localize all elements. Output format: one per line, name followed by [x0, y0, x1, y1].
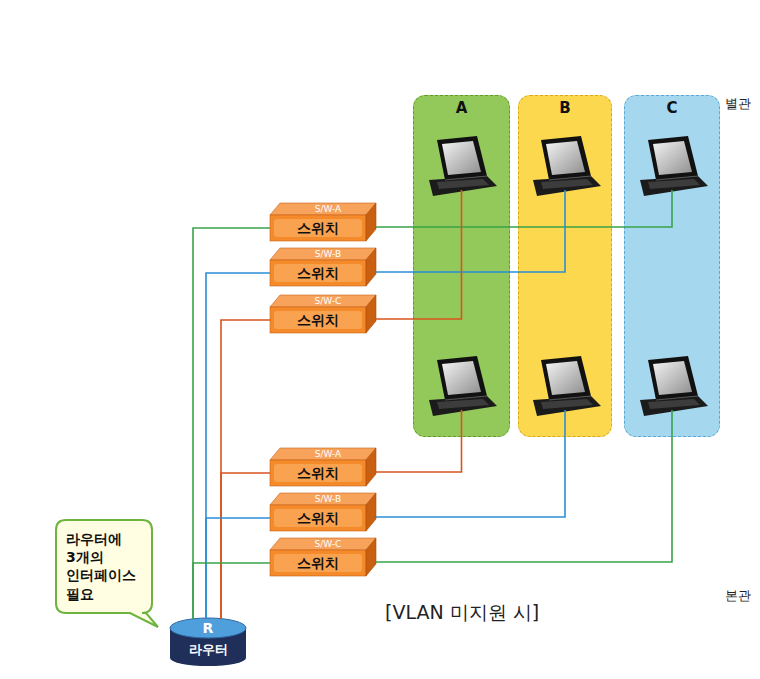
switch-label: 스위치 — [270, 307, 366, 333]
switch-label: 스위치 — [270, 260, 366, 286]
band-label: B — [559, 99, 570, 117]
network-cable — [221, 320, 270, 619]
switch-label: 스위치 — [270, 550, 366, 576]
building-label: 별관 — [725, 95, 751, 113]
switch-id: S/W-B — [270, 248, 376, 260]
switch-label: 스위치 — [270, 215, 366, 241]
switch-box: S/W-B스위치 — [270, 493, 376, 531]
vlan-band: C — [624, 95, 720, 437]
switch-box: S/W-A스위치 — [270, 448, 376, 486]
network-cable — [206, 518, 270, 618]
switch-label: 스위치 — [270, 460, 366, 486]
switch-id: S/W-C — [270, 295, 376, 307]
switch-id: S/W-B — [270, 493, 376, 505]
callout-bubble: 라우터에 3개의 인터페이스 필요 — [56, 520, 152, 613]
switch-label: 스위치 — [270, 505, 366, 531]
callout-text: 라우터에 3개의 인터페이스 필요 — [66, 530, 142, 603]
network-cable — [221, 473, 270, 619]
network-cable — [193, 563, 270, 619]
switch-id: S/W-A — [270, 448, 376, 460]
router-label: 라우터 — [170, 638, 246, 662]
band-label: A — [456, 99, 468, 117]
router-cylinder: R라우터 — [170, 618, 246, 666]
building-label: 본관 — [725, 587, 751, 605]
network-cable — [193, 228, 270, 619]
band-label: C — [666, 99, 677, 117]
switch-box: S/W-C스위치 — [270, 538, 376, 576]
vlan-band: B — [518, 95, 612, 437]
vlan-band: A — [413, 95, 510, 437]
router-letter: R — [170, 618, 246, 638]
switch-box: S/W-B스위치 — [270, 248, 376, 286]
switch-id: S/W-A — [270, 203, 376, 215]
switch-id: S/W-C — [270, 538, 376, 550]
switch-box: S/W-A스위치 — [270, 203, 376, 241]
switch-box: S/W-C스위치 — [270, 295, 376, 333]
network-cable — [206, 273, 270, 618]
caption: [VLAN 미지원 시] — [385, 600, 539, 626]
